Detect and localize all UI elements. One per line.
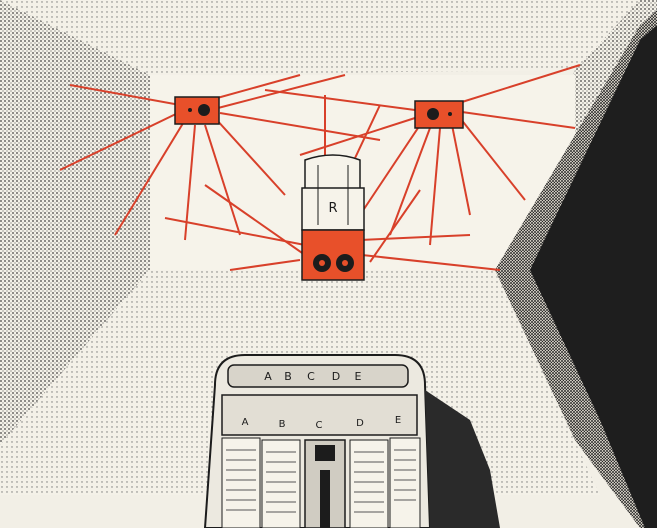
selector-letter-b: B xyxy=(279,419,286,430)
title-letter-c: C xyxy=(307,370,315,383)
selector-letter-d: D xyxy=(356,418,364,429)
right-speaker xyxy=(415,101,463,128)
title-letter-e: E xyxy=(355,370,362,383)
title-letter-a: A xyxy=(264,370,272,383)
speaker-icon xyxy=(198,104,210,116)
selector-letter-c: C xyxy=(316,420,323,431)
selector-letter-a: A xyxy=(242,417,249,428)
center-speaker-cabinet: R xyxy=(302,155,364,280)
selector-letter-e: E xyxy=(395,415,401,426)
speaker-cabinet-icon xyxy=(302,230,364,280)
center-speaker-mark: R xyxy=(328,201,337,216)
title-letter-d: D xyxy=(332,370,340,383)
speaker-icon xyxy=(427,108,439,120)
left-speaker xyxy=(175,97,219,124)
title-letter-b: B xyxy=(284,370,292,383)
